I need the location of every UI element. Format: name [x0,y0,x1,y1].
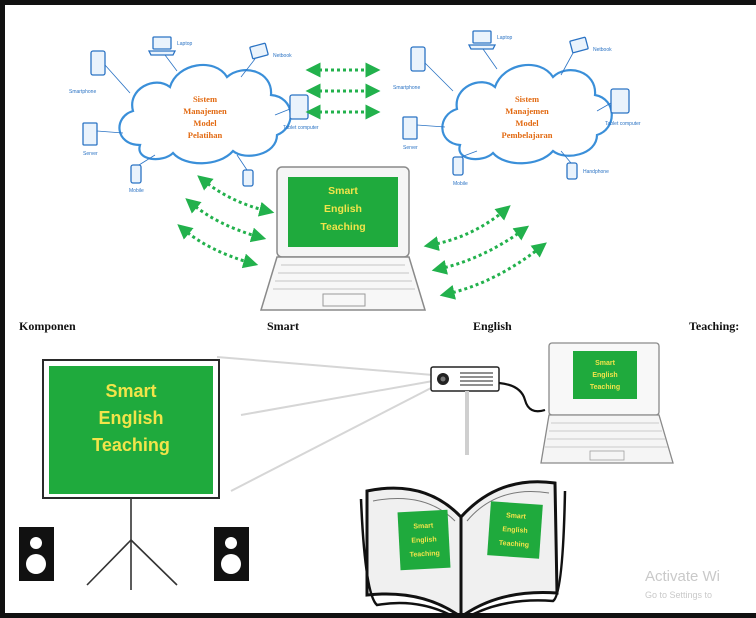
caption-komponen: Komponen [19,319,76,333]
left-cloud: Sistem Manajemen Model Pelatihan [118,63,292,165]
caption-teaching: Teaching: [689,319,740,333]
device-label: Smartphone [393,85,420,91]
device-label: Server [83,151,98,157]
right-device-labels: Laptop Netbook Smartphone Tablet compute… [393,35,641,187]
left-arrow [197,175,275,217]
cloud-link-arrows [305,62,381,120]
laptop-screen-text: English [324,203,362,215]
device-label: Netbook [593,47,612,53]
laptop-icon [467,30,498,70]
netbook-icon [240,42,269,78]
caption-smart: Smart [267,319,299,333]
right-arrow [439,242,547,300]
activate-windows-watermark: Activate Wi [645,568,721,585]
right-arrow [423,205,511,251]
book-left-page-text: English [411,536,437,544]
tablet-icon [596,88,630,114]
small-laptop-screen [573,351,637,399]
board-screen-text: Smart [105,381,156,401]
left-cloud-line: Sistem [193,94,217,104]
right-cloud-line: Manajemen [505,106,549,116]
tripod-stand [86,498,178,590]
left-cloud-devices [82,36,309,187]
small-laptop-screen-text: Teaching [590,384,620,391]
laptop-keyboard-base [259,256,427,311]
server-icon [82,122,124,146]
projector-cable [498,381,546,413]
book-left-page-text: Teaching [409,550,440,559]
small-laptop-screen-text: Smart [595,360,616,367]
touchpad [322,293,366,307]
projection-beams [216,356,434,492]
diagram-canvas: Sistem Manajemen Model Pelatihan [19,30,674,613]
book-right-page-text: English [502,526,528,535]
laptop-screen-text: Smart [328,185,358,197]
projection-board: Smart English Teaching [42,359,220,590]
device-label: Mobile [129,188,144,194]
book-right-page-text: Teaching [499,540,530,549]
book-left-page-text: Smart [413,522,434,530]
book-right-page [487,501,543,559]
server-icon [402,116,446,140]
device-label: Laptop [177,41,193,47]
right-cloud: Sistem Manajemen Model Pembelajaran [441,63,613,165]
phone-icon [560,150,578,180]
left-cloud-line: Pelatihan [188,130,223,140]
device-label: Netbook [273,53,292,59]
mobile-icon [452,150,478,176]
central-laptop: Smart English Teaching [259,166,427,311]
book-right-page-text: Smart [506,512,527,520]
open-book: Smart English Teaching Smart English Tea… [359,480,567,613]
small-laptop-screen-text: English [592,372,617,379]
device-label: Handphone [583,169,609,175]
board-screen-text: Teaching [92,435,170,455]
device-label: Tablet computer [283,125,319,131]
device-label: Smartphone [69,89,96,95]
left-cloud-line: Model [193,118,217,128]
left-cloud-line: Manajemen [183,106,227,116]
phone-icon [236,154,254,187]
laptop-screen-text: Teaching [320,221,365,233]
smartphone-icon [410,46,454,92]
activate-windows-subtext: Go to Settings to [645,590,713,600]
left-speaker [19,527,54,581]
small-laptop: Smart English Teaching [540,342,674,464]
left-device-labels: Laptop Netbook Smartphone Tablet compute… [69,41,319,194]
book-left-page [397,509,451,571]
projector [430,366,500,455]
left-arrow [177,224,259,269]
right-cloud-line: Pembelajaran [502,130,553,140]
board-screen [49,366,213,494]
board-screen-text: English [98,408,163,428]
device-label: Tablet computer [605,121,641,127]
right-cloud-line: Sistem [515,94,539,104]
mobile-icon [130,154,156,184]
left-arrow [185,198,267,243]
laptop-icon [147,36,178,72]
laptop-screen [288,177,398,247]
smartphone-icon [90,50,131,94]
laptop-link-arrows [177,175,547,300]
right-arrow [431,225,530,275]
right-speaker [214,527,249,581]
right-cloud-line: Model [515,118,539,128]
right-cloud-devices [402,30,630,180]
device-label: Laptop [497,35,513,41]
caption-english: English [473,319,512,333]
device-label: Server [403,145,418,151]
device-label: Mobile [453,181,468,187]
netbook-icon [560,36,589,76]
